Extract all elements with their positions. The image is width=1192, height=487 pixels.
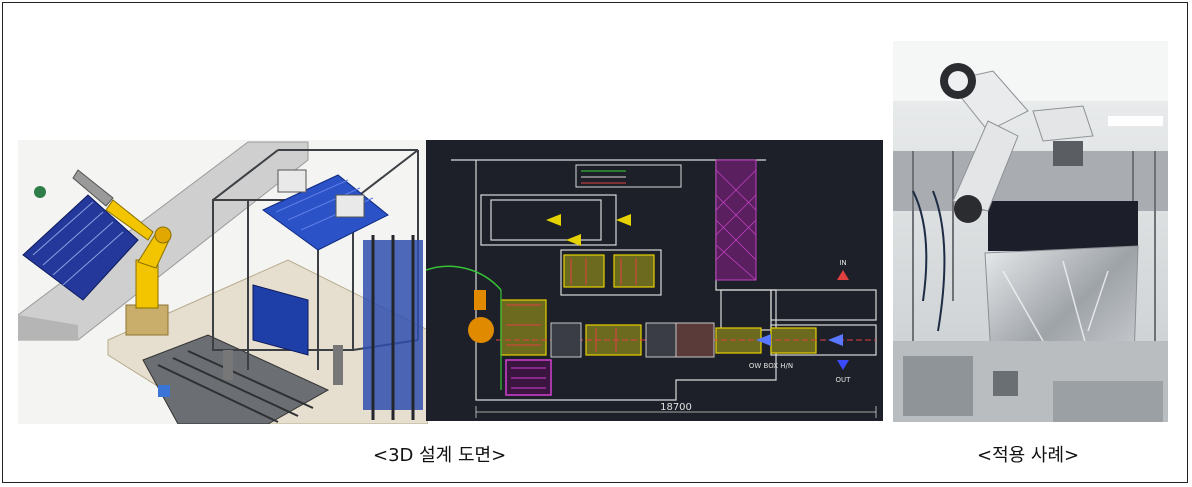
- 3d-design-caption: <3D 설계 도면>: [373, 445, 507, 466]
- application-photo: [893, 41, 1168, 422]
- application-example-caption: <적용 사례>: [977, 445, 1080, 466]
- cad-layout-drawing: 18700 IN OUT OW BOX H/N: [426, 140, 883, 421]
- 3d-design-drawing: [18, 140, 428, 424]
- dimension-label: 18700: [660, 402, 692, 413]
- in-label: IN: [839, 259, 846, 267]
- out-label: OUT: [836, 376, 852, 384]
- box-label: OW BOX H/N: [749, 362, 793, 370]
